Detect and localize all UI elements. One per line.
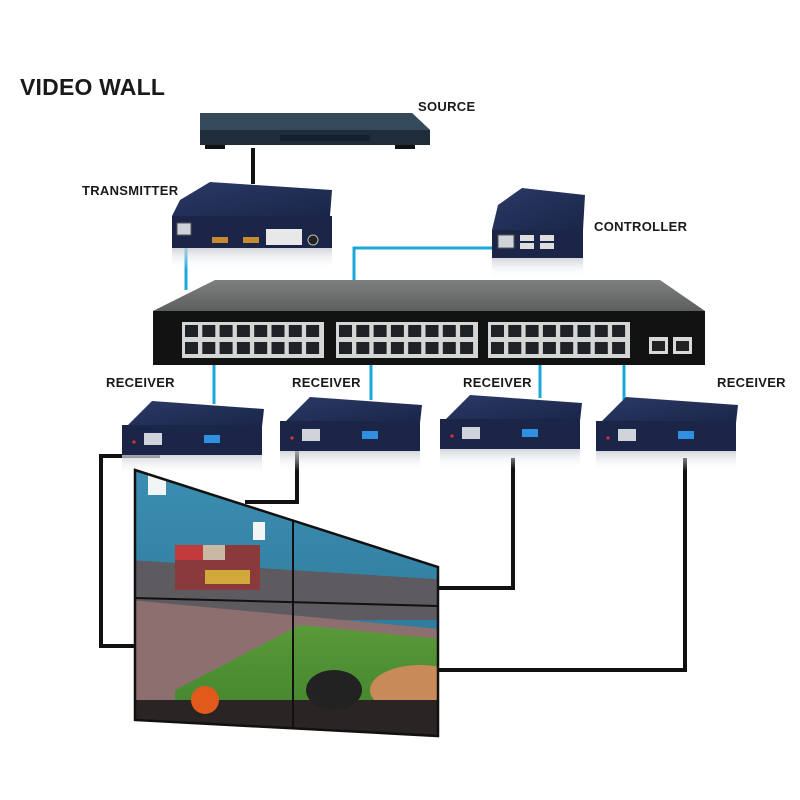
ethernet-port-icon <box>542 342 556 354</box>
cable-controller-to-switch <box>352 246 492 282</box>
ethernet-port-icon <box>306 325 320 337</box>
ethernet-port-icon <box>594 325 608 337</box>
ethernet-port-icon <box>339 342 352 354</box>
stadium-light <box>148 475 166 495</box>
receiver-device-3[interactable] <box>440 395 582 469</box>
switch-ports <box>182 322 630 358</box>
ethernet-port-icon <box>508 342 522 354</box>
receiver-label-2: RECEIVER <box>292 375 361 390</box>
ethernet-port-icon <box>219 342 233 354</box>
hdmi-port-icon <box>144 433 162 445</box>
ethernet-port-icon <box>306 342 320 354</box>
receiver-device-1[interactable] <box>122 401 264 475</box>
source-label: SOURCE <box>418 99 476 114</box>
transmitter-device[interactable] <box>172 182 332 270</box>
ethernet-port-icon <box>442 325 456 337</box>
hdmi-port-icon <box>618 429 636 441</box>
controller-device[interactable] <box>492 188 585 278</box>
ethernet-port-icon <box>594 342 608 354</box>
stadium-light <box>253 522 265 540</box>
ethernet-port-icon <box>577 325 591 337</box>
ethernet-port-icon <box>185 325 198 337</box>
ethernet-port-icon <box>390 325 404 337</box>
ethernet-port-icon <box>176 222 192 236</box>
uplink-port-icon <box>652 341 665 351</box>
usb-port-icon <box>540 243 554 249</box>
ethernet-port-icon <box>460 325 474 337</box>
usb-port-icon <box>520 235 534 241</box>
dip-switch-icon <box>204 435 220 443</box>
uplink-port-icon <box>676 341 689 351</box>
port-panel-icon <box>266 229 302 245</box>
ethernet-port-icon <box>525 325 539 337</box>
ethernet-port-icon <box>185 342 198 354</box>
ethernet-port-icon <box>288 325 302 337</box>
dip-switch-icon <box>522 429 538 437</box>
ethernet-port-icon <box>460 342 474 354</box>
ethernet-port-icon <box>577 342 591 354</box>
receiver-label-3: RECEIVER <box>463 375 532 390</box>
ethernet-port-icon <box>339 325 352 337</box>
ethernet-port-icon <box>271 325 285 337</box>
source-device[interactable] <box>200 113 430 149</box>
ethernet-port-icon <box>390 342 404 354</box>
dip-switch-icon <box>362 431 378 439</box>
ethernet-port-icon <box>356 342 370 354</box>
ethernet-port-icon <box>425 325 439 337</box>
ethernet-port-icon <box>408 325 422 337</box>
ethernet-port-icon <box>254 325 268 337</box>
ethernet-port-icon <box>356 325 370 337</box>
ethernet-port-icon <box>612 325 626 337</box>
transmitter-label: TRANSMITTER <box>82 183 179 198</box>
ethernet-port-icon <box>560 325 574 337</box>
video-wall[interactable] <box>130 460 470 750</box>
ethernet-port-icon <box>373 342 387 354</box>
network-switch[interactable] <box>153 280 705 365</box>
dip-switch-icon <box>678 431 694 439</box>
ethernet-port-icon <box>560 342 574 354</box>
ethernet-port-icon <box>491 342 504 354</box>
ethernet-port-icon <box>497 234 515 249</box>
ethernet-port-icon <box>202 325 216 337</box>
cable-receiver-3-to-wall <box>438 458 515 590</box>
ethernet-port-icon <box>491 325 504 337</box>
page-title: VIDEO WALL <box>20 74 166 100</box>
receiver-label-1: RECEIVER <box>106 375 175 390</box>
ethernet-port-icon <box>425 342 439 354</box>
ethernet-port-icon <box>202 342 216 354</box>
receiver-device-2[interactable] <box>280 397 422 471</box>
ethernet-port-icon <box>442 342 456 354</box>
receivers <box>122 395 738 475</box>
ethernet-port-icon <box>373 325 387 337</box>
fan-cap <box>306 670 362 710</box>
receiver-label-4: RECEIVER <box>717 375 786 390</box>
ethernet-port-icon <box>288 342 302 354</box>
hdmi-port-icon <box>212 237 228 243</box>
ethernet-port-icon <box>236 342 250 354</box>
controller-label: CONTROLLER <box>594 219 688 234</box>
ethernet-port-icon <box>612 342 626 354</box>
ethernet-port-icon <box>219 325 233 337</box>
ethernet-port-icon <box>236 325 250 337</box>
ethernet-port-icon <box>271 342 285 354</box>
usb-port-icon <box>540 235 554 241</box>
ethernet-port-icon <box>408 342 422 354</box>
receiver-device-4[interactable] <box>596 397 738 471</box>
ethernet-port-icon <box>254 342 268 354</box>
usb-port-icon <box>520 243 534 249</box>
hdmi-port-icon <box>302 429 320 441</box>
hdmi-port-icon <box>462 427 480 439</box>
ethernet-port-icon <box>542 325 556 337</box>
ethernet-port-icon <box>508 325 522 337</box>
ethernet-port-icon <box>525 342 539 354</box>
hdmi-port-icon <box>243 237 259 243</box>
cable-receiver-4-to-wall <box>438 458 687 672</box>
